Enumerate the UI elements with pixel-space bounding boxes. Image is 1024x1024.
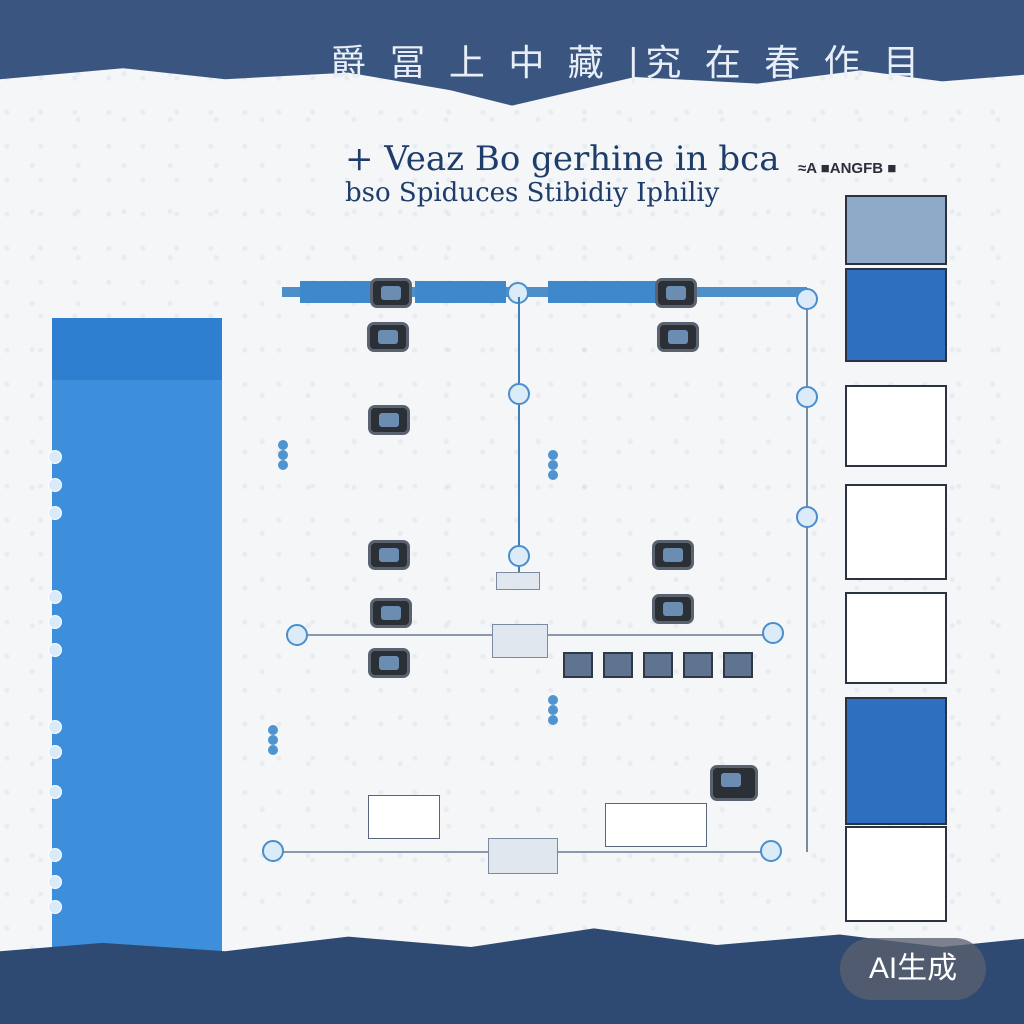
thumbnail-strip — [563, 652, 753, 678]
bullet-icon — [268, 745, 278, 755]
timeline-node[interactable] — [796, 288, 818, 310]
timeline-node[interactable] — [796, 506, 818, 528]
sidebar-item[interactable] — [48, 506, 62, 520]
text-card[interactable] — [845, 385, 947, 467]
timeline-node[interactable] — [796, 386, 818, 408]
text-block — [548, 450, 558, 480]
device-icon — [367, 322, 409, 352]
sidebar-item[interactable] — [48, 643, 62, 657]
sidebar-item[interactable] — [48, 848, 62, 862]
circle-icon — [48, 450, 62, 464]
timeline-tag[interactable] — [300, 281, 376, 303]
text-card[interactable] — [845, 484, 947, 580]
thumbnail[interactable] — [563, 652, 593, 678]
bullet-icon — [548, 715, 558, 725]
device-icon — [370, 598, 412, 628]
bullet-icon — [548, 460, 558, 470]
heading-line-2: bso Spiduces Stibidiy Iphiliy — [345, 178, 720, 208]
timeline-node[interactable] — [508, 545, 530, 567]
timeline-node[interactable] — [262, 840, 284, 862]
timeline-node[interactable] — [760, 840, 782, 862]
circle-icon — [48, 848, 62, 862]
image-card[interactable] — [845, 268, 947, 362]
circle-icon — [48, 615, 62, 629]
center-label[interactable] — [496, 572, 540, 590]
right-connector — [806, 297, 808, 852]
sidebar-item[interactable] — [48, 590, 62, 604]
center-connector — [518, 297, 520, 575]
device-icon — [368, 540, 410, 570]
image-box — [368, 795, 440, 839]
right-column-label: ≈A ■ANGFB ■ — [798, 160, 897, 177]
sidebar — [52, 318, 222, 970]
bullet-icon — [268, 725, 278, 735]
timeline-node[interactable] — [286, 624, 308, 646]
circle-icon — [48, 720, 62, 734]
device-icon — [710, 765, 758, 801]
bullet-icon — [548, 705, 558, 715]
sidebar-item[interactable] — [48, 785, 62, 799]
bullet-icon — [548, 695, 558, 705]
device-icon — [652, 594, 694, 624]
thumbnail[interactable] — [723, 652, 753, 678]
circle-icon — [48, 506, 62, 520]
device-icon — [368, 648, 410, 678]
circle-icon — [48, 745, 62, 759]
timeline-tag[interactable] — [415, 281, 506, 303]
bullet-icon — [548, 450, 558, 460]
text-block — [548, 695, 558, 725]
thumbnail[interactable] — [643, 652, 673, 678]
timeline-node[interactable] — [762, 622, 784, 644]
image-card[interactable] — [845, 697, 947, 825]
bullet-icon — [268, 735, 278, 745]
image-card[interactable] — [845, 195, 947, 265]
timeline-bar — [282, 287, 807, 297]
text-card[interactable] — [845, 592, 947, 684]
center-label[interactable] — [488, 838, 558, 874]
sidebar-header — [52, 318, 222, 380]
circle-icon — [48, 875, 62, 889]
circle-icon — [48, 643, 62, 657]
circle-icon — [48, 590, 62, 604]
sidebar-item[interactable] — [48, 615, 62, 629]
timeline-node[interactable] — [508, 383, 530, 405]
sidebar-item[interactable] — [48, 450, 62, 464]
timeline-tag[interactable] — [548, 281, 659, 303]
page-heading: + Veaz Bo gerhine in bca bso Spiduces St… — [345, 140, 780, 208]
text-block — [268, 725, 278, 755]
banner-title: 爵 冨 上 中 藏 |究 在 春 作 目 — [330, 43, 926, 84]
thumbnail[interactable] — [683, 652, 713, 678]
image-box — [605, 803, 707, 847]
device-icon — [370, 278, 412, 308]
text-card[interactable] — [845, 826, 947, 922]
heading-line-1: + Veaz Bo gerhine in bca — [345, 139, 780, 179]
device-icon — [655, 278, 697, 308]
text-block — [278, 440, 288, 470]
sidebar-item[interactable] — [48, 745, 62, 759]
circle-icon — [48, 900, 62, 914]
sidebar-item[interactable] — [48, 900, 62, 914]
sidebar-item[interactable] — [48, 478, 62, 492]
ai-generated-badge: AI生成 — [840, 938, 986, 1000]
bullet-icon — [548, 470, 558, 480]
thumbnail[interactable] — [603, 652, 633, 678]
bullet-icon — [278, 450, 288, 460]
device-icon — [652, 540, 694, 570]
device-icon — [368, 405, 410, 435]
circle-icon — [48, 478, 62, 492]
sidebar-item[interactable] — [48, 720, 62, 734]
sidebar-item[interactable] — [48, 875, 62, 889]
bullet-icon — [278, 460, 288, 470]
circle-icon — [48, 785, 62, 799]
device-icon — [657, 322, 699, 352]
bullet-icon — [278, 440, 288, 450]
center-label[interactable] — [492, 624, 548, 658]
